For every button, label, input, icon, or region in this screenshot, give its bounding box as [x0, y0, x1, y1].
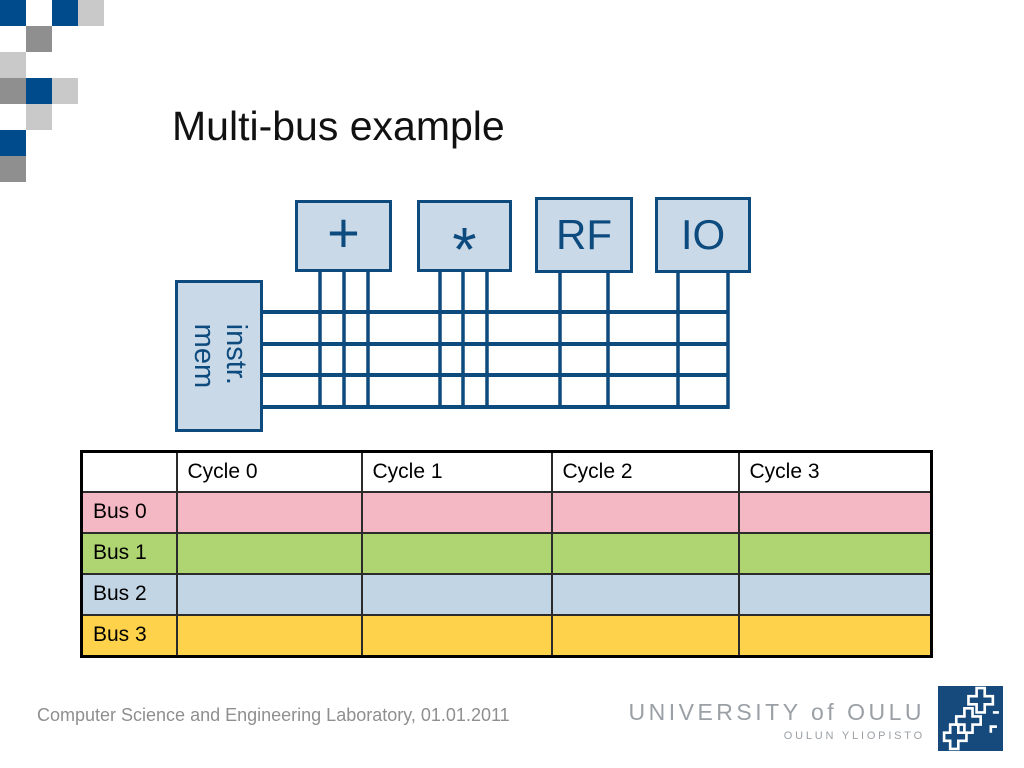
university-name: UNIVERSITY of OULU	[628, 699, 925, 725]
slide-title: Multi-bus example	[172, 103, 505, 149]
deco-square	[26, 104, 52, 130]
deco-square	[0, 52, 26, 78]
table-cell	[360, 613, 553, 658]
table-cell	[175, 490, 363, 534]
instruction-memory-block: instr. mem	[175, 280, 263, 432]
unit-adder: +	[295, 200, 392, 272]
row-label: Bus 2	[80, 572, 178, 616]
table-header-row: Cycle 0 Cycle 1 Cycle 2 Cycle 3	[80, 450, 933, 493]
header-cell-cycle0: Cycle 0	[175, 450, 363, 493]
table-cell	[737, 531, 933, 575]
bus-wires	[263, 272, 730, 409]
logo-puzzle-pattern	[942, 686, 999, 751]
corner-decoration	[0, 0, 110, 185]
header-cell-empty	[80, 450, 178, 493]
instruction-memory-label: instr. mem	[187, 323, 252, 389]
deco-square	[0, 130, 26, 156]
table-cell	[360, 572, 553, 616]
deco-square	[0, 0, 26, 26]
multibus-diagram: + * RF IO instr. mem	[170, 195, 770, 440]
instr-mem-line1: instr.	[219, 323, 252, 386]
table-cell	[175, 613, 363, 658]
header-cell-cycle3: Cycle 3	[737, 450, 933, 493]
deco-square	[78, 0, 104, 26]
university-name-finnish: OULUN YLIOPISTO	[783, 730, 925, 742]
table-cell	[175, 572, 363, 616]
deco-square	[52, 0, 78, 26]
table-row-bus1: Bus 1	[80, 531, 933, 575]
deco-square	[52, 78, 78, 104]
unit-io-label: IO	[680, 211, 726, 258]
table-row-bus0: Bus 0	[80, 490, 933, 534]
table-cell	[175, 531, 363, 575]
table-cell	[550, 490, 740, 534]
table-cell	[550, 572, 740, 616]
table-cell	[360, 531, 553, 575]
footer-credit: Computer Science and Engineering Laborat…	[37, 705, 510, 725]
unit-multiplier: *	[417, 200, 512, 285]
schedule-table: Cycle 0 Cycle 1 Cycle 2 Cycle 3 Bus 0 Bu…	[80, 450, 933, 658]
deco-square	[26, 26, 52, 52]
table-cell	[360, 490, 553, 534]
table-cell	[737, 490, 933, 534]
unit-adder-label: +	[327, 200, 360, 264]
instr-mem-line2: mem	[187, 323, 220, 389]
unit-multiplier-label: *	[452, 215, 477, 285]
table-cell	[737, 613, 933, 658]
row-label: Bus 3	[80, 613, 178, 658]
header-cell-cycle1: Cycle 1	[360, 450, 553, 493]
deco-square	[0, 78, 26, 104]
unit-register-file-label: RF	[556, 211, 612, 258]
table-row-bus2: Bus 2	[80, 572, 933, 616]
deco-square	[0, 156, 26, 182]
table-row-bus3: Bus 3	[80, 613, 933, 658]
unit-io: IO	[655, 197, 751, 273]
table-cell	[550, 531, 740, 575]
unit-register-file: RF	[535, 197, 633, 273]
university-logo-icon	[938, 686, 1003, 751]
header-cell-cycle2: Cycle 2	[550, 450, 740, 493]
row-label: Bus 1	[80, 531, 178, 575]
table-cell	[737, 572, 933, 616]
row-label: Bus 0	[80, 490, 178, 534]
deco-square	[26, 78, 52, 104]
university-logo-text: UNIVERSITY of OULU OULUN YLIOPISTO	[629, 699, 925, 742]
bus-schedule-table: Cycle 0 Cycle 1 Cycle 2 Cycle 3 Bus 0 Bu…	[80, 450, 933, 658]
table-cell	[550, 613, 740, 658]
